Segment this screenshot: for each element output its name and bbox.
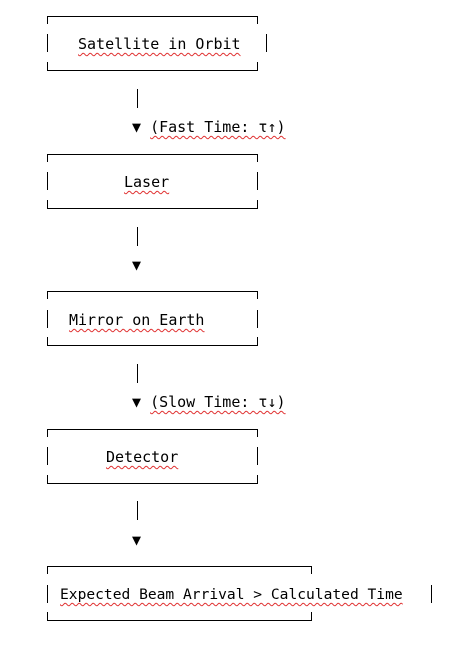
down-arrow-icon: ▼ [132,256,142,274]
down-arrow-icon: ▼ (Slow Time: τ↓) [132,393,286,411]
connector-note-fast: (Fast Time: τ↑) [150,118,286,136]
connector-note-slow: (Slow Time: τ↓) [150,393,286,411]
result-label: Expected Beam Arrival > Calculated Time [60,586,403,603]
laser-label: Laser [124,173,170,191]
down-arrow-icon: ▼ [132,531,142,549]
mirror-label: Mirror on Earth [69,311,205,329]
detector-label: Detector [106,448,179,466]
satellite-label: Satellite in Orbit [78,35,241,53]
down-arrow-icon: ▼ (Fast Time: τ↑) [132,118,286,136]
